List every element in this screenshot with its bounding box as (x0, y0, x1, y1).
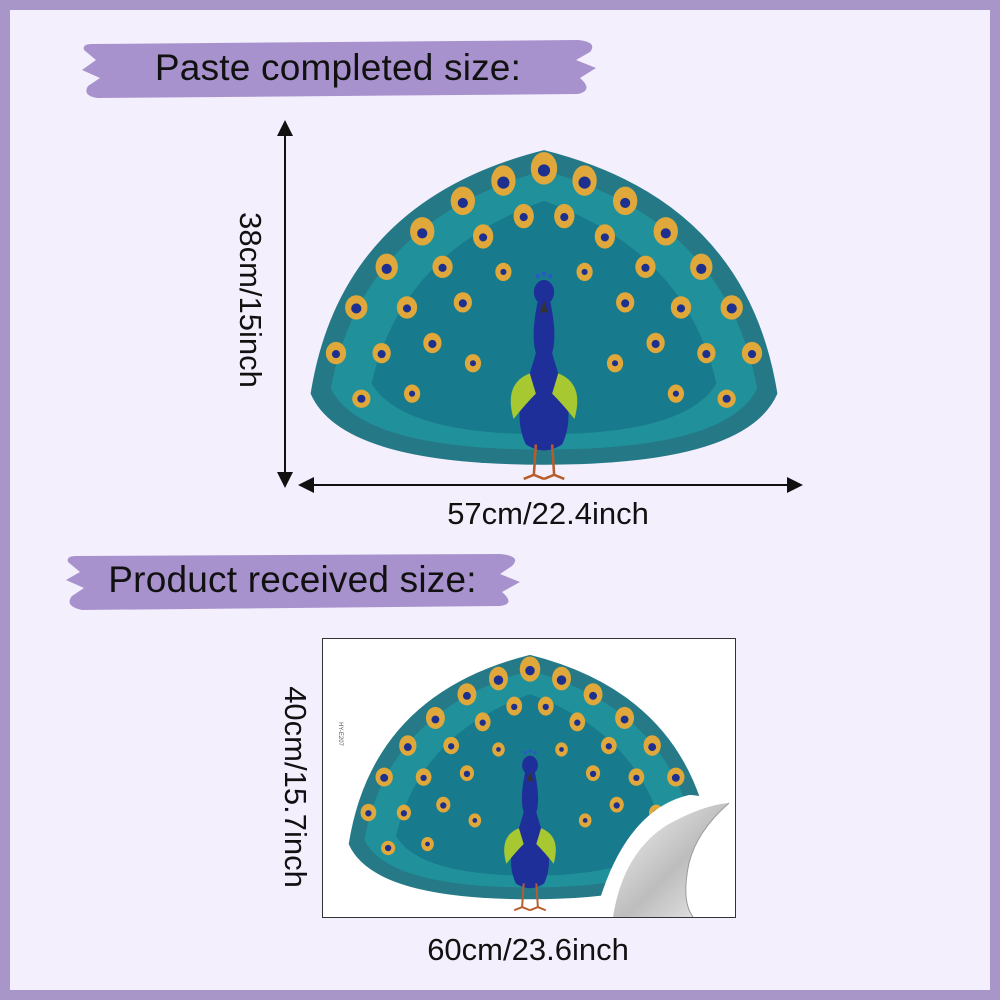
product-sheet: HY-E207 (322, 638, 736, 918)
received-height-label: 40cm/15.7inch (278, 686, 313, 888)
brush-stroke-shape (82, 40, 596, 98)
width-arrow (298, 477, 803, 493)
peeling-corner-icon (595, 795, 735, 917)
received-size-banner: Product received size: (60, 544, 525, 616)
peacock-illustration (310, 150, 778, 481)
height-arrow (277, 120, 293, 488)
pasted-size-title: Paste completed size: (154, 47, 522, 88)
pasted-size-banner: Paste completed size: (78, 32, 598, 104)
pasted-width-label: 57cm/22.4inch (447, 496, 649, 531)
product-size-card: Paste completed size: 38cm/15inch 57cm/2… (10, 10, 990, 990)
pasted-height-label: 38cm/15inch (233, 212, 268, 388)
received-size-title: Product received size: (108, 559, 477, 600)
received-width-label: 60cm/23.6inch (427, 932, 629, 967)
brush-stroke-shape (66, 554, 520, 610)
